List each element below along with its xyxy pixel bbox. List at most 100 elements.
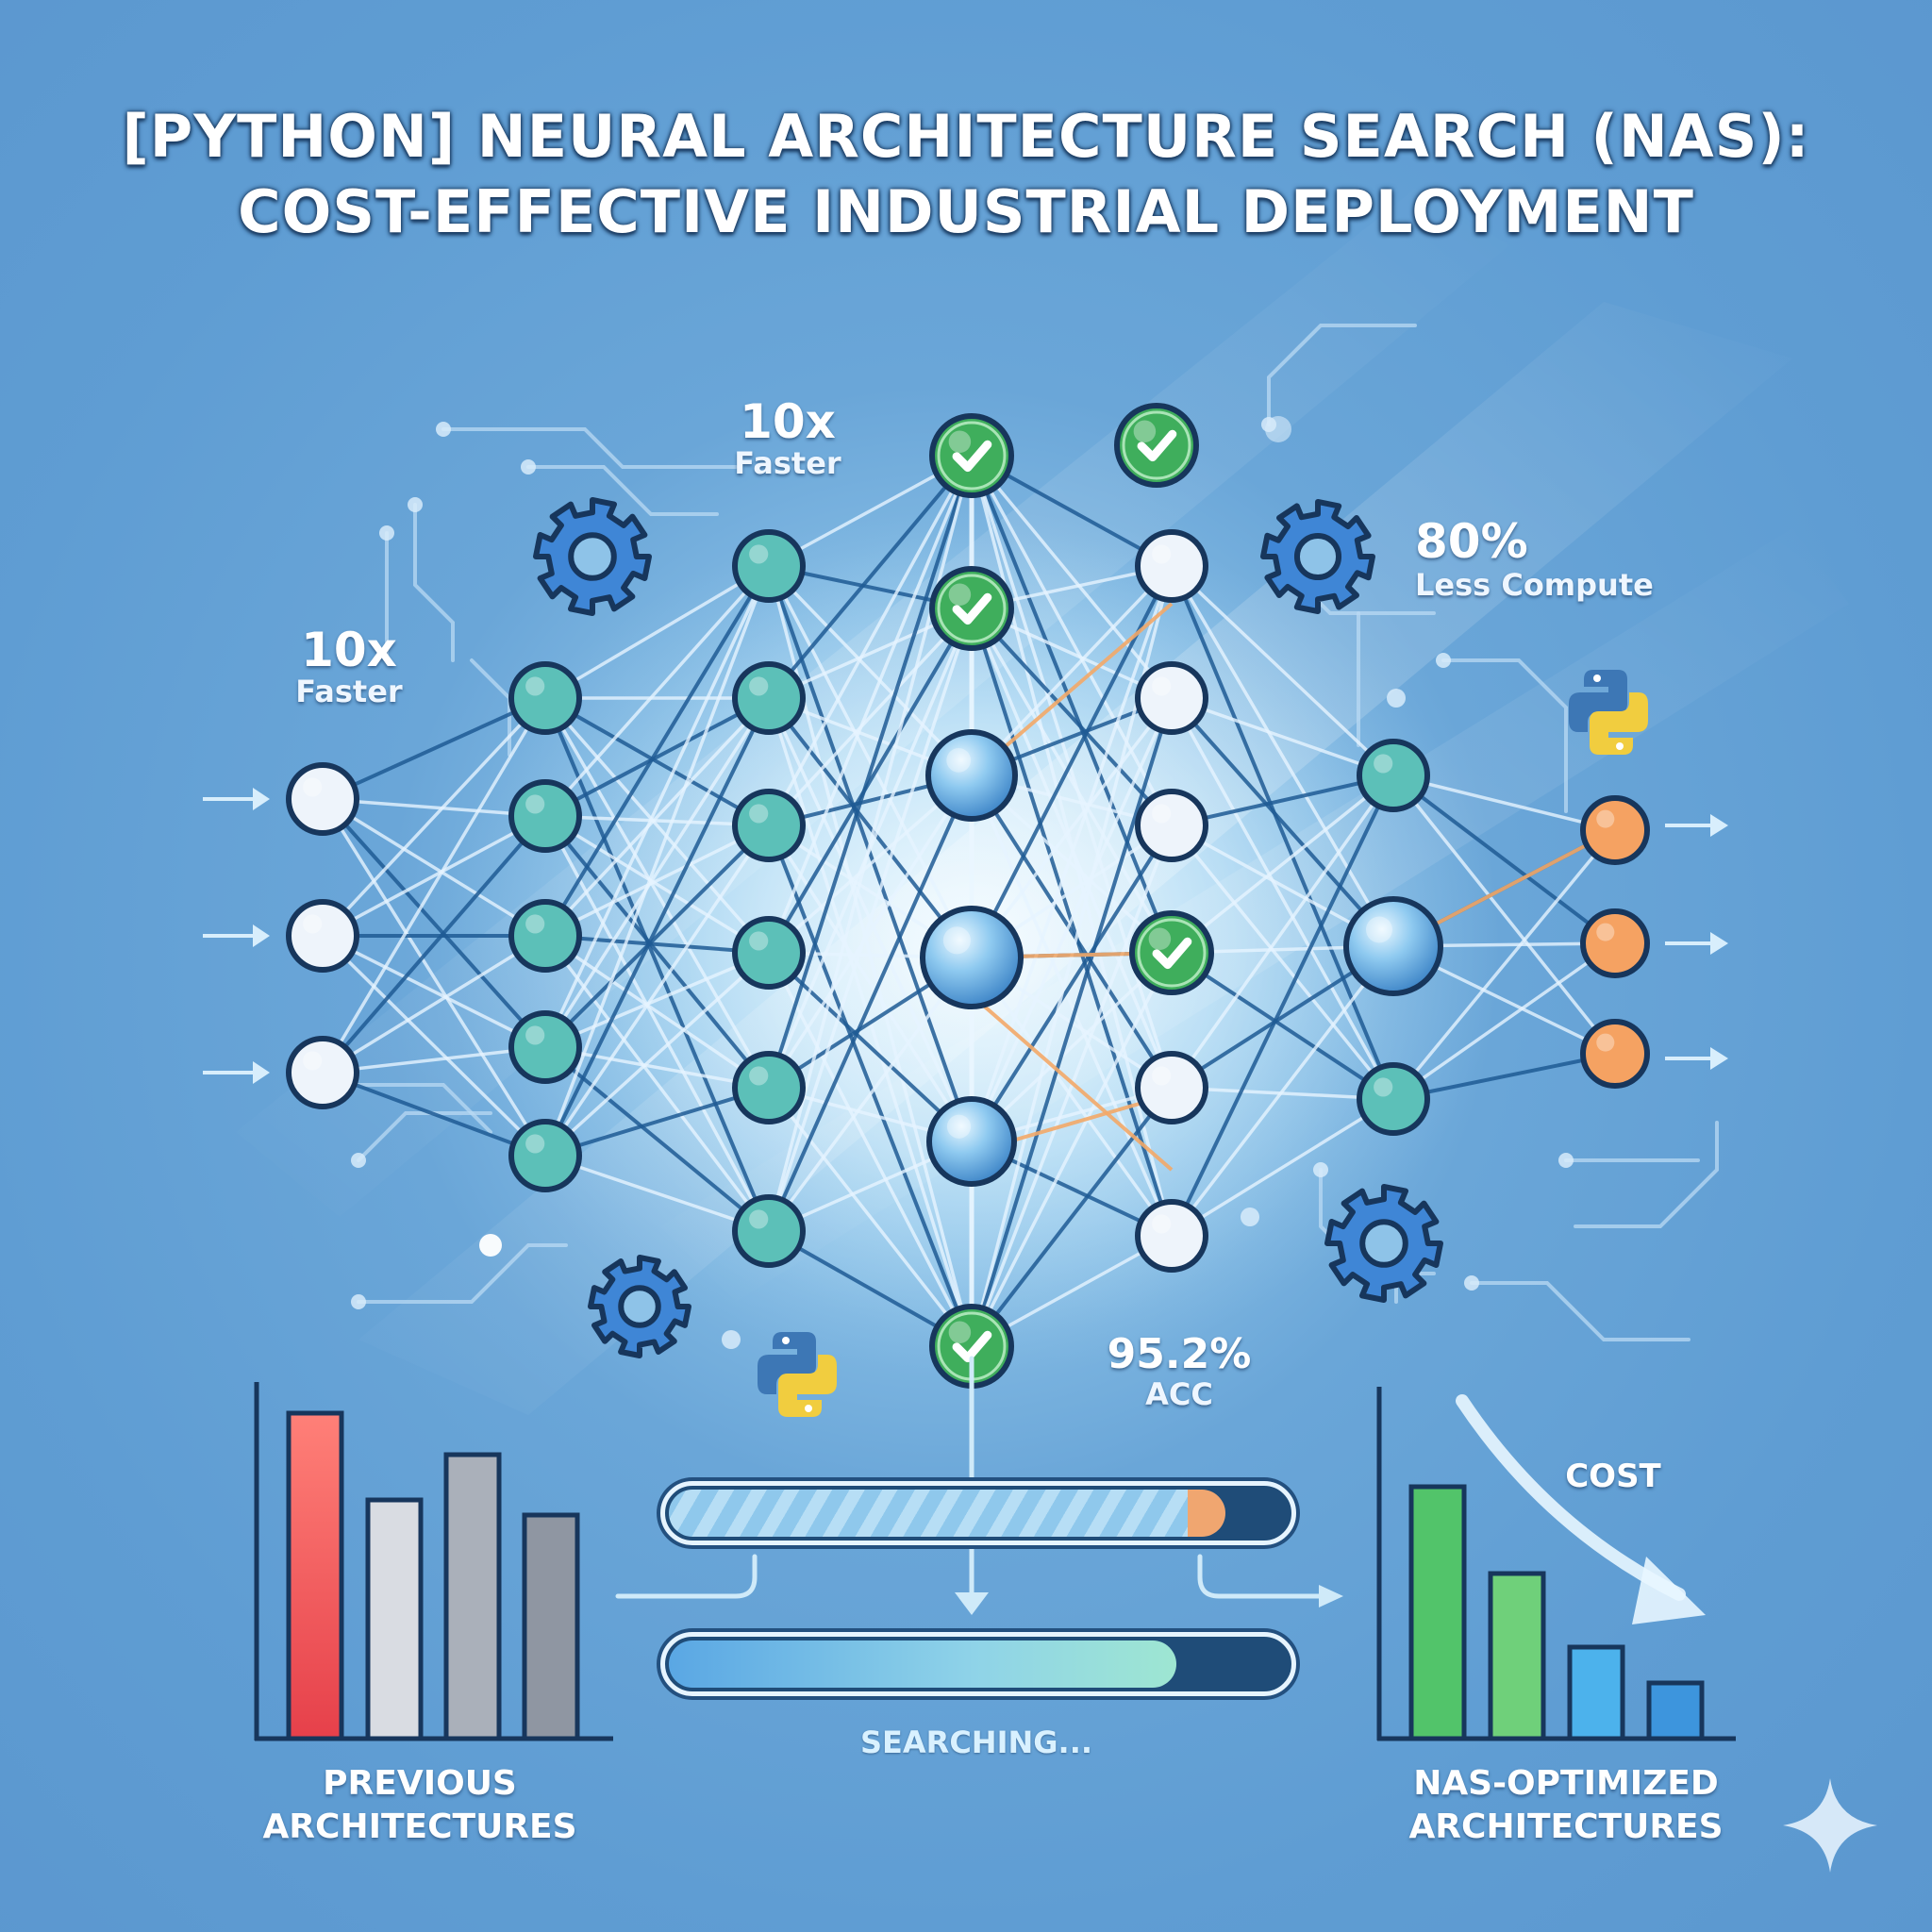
python-logo-icon [1569,670,1648,755]
network-edge [543,697,771,1089]
title-line-1: [PYTHON] NEURAL ARCHITECTURE SEARCH (NAS… [122,102,1810,171]
circuit-pads [332,416,1574,1349]
network-edge [543,824,771,1049]
sparkle-icon [1783,1778,1877,1873]
callout-label: ACC [1145,1376,1213,1412]
network-node [1135,789,1208,862]
network-node [1135,1051,1208,1124]
network-node [508,779,582,853]
network-edge [543,951,771,1158]
network-edge [544,951,770,1049]
callout-value: 95.2% [1107,1330,1252,1378]
callout-accuracy: 95.2% ACC [1085,1330,1274,1412]
checkmark-icon [929,566,1014,651]
network-edge [767,607,974,955]
network-edge [543,815,771,1232]
network-edge [767,565,974,958]
callout-top-speed: 10x Faster [712,394,863,481]
network-edge [767,824,974,1347]
network-edge [970,608,1174,954]
network-edge [544,934,770,955]
search-progress-fill [669,1490,1225,1537]
output-node [1580,908,1650,978]
network-edge [970,565,1174,1142]
network-edge [322,1071,546,1158]
arrow-right-icon [1665,932,1728,955]
network-edge [321,797,547,1049]
network-edge [1170,824,1395,1101]
title-line-2: COST-EFFECTIVE INDUSTRIAL DEPLOYMENT [238,177,1694,246]
callout-label: Less Compute [1415,567,1654,603]
output-node [1580,1019,1650,1089]
network-edge [322,797,546,818]
network-edge [322,934,546,1049]
network-edge [322,696,546,801]
network-edge [1391,828,1617,1101]
output-node [1580,795,1650,865]
network-edge [543,697,771,1048]
network-edge [767,696,974,959]
network-edge [970,697,1174,1347]
network-edge [970,774,1174,1237]
output-arrows [1665,814,1728,1070]
search-progress-bar-bottom [660,1632,1296,1696]
network-edge [970,956,1174,1238]
network-edge [1171,774,1394,827]
network-edge [322,814,546,938]
network-edge [1170,951,1395,1101]
nas-bar-2 [1488,1571,1546,1741]
input-arrows [203,788,270,1084]
network-edge [544,696,770,827]
previous-bar-1 [286,1410,344,1741]
network-edge [1170,564,1395,777]
network-edge [970,455,1174,826]
label-line: ARCHITECTURES [1408,1807,1724,1846]
python-logo-icon [758,1332,837,1417]
network-edge [1170,565,1395,947]
network-edge [970,608,1174,1089]
network-edge [1170,565,1395,1100]
network-nodes [286,403,1650,1389]
network-edge [970,1086,1174,1348]
previous-architectures-chart [254,1382,613,1741]
checkmark-icon [1129,910,1214,995]
gear-icon [1324,1184,1443,1303]
network-edge [543,565,771,1048]
network-edge [544,814,770,955]
search-progress-fill [669,1641,1176,1688]
network-edge [1170,944,1395,1238]
label-line: PREVIOUS [323,1764,517,1803]
network-edge [970,824,1174,1143]
callout-value: 10x [301,623,397,677]
network-edge [543,697,771,1157]
network-edge [1391,774,1617,1056]
network-node [732,1194,806,1268]
network-edge [970,564,1174,777]
network-edge [543,696,771,938]
network-edge [970,993,1174,1172]
network-edge [543,697,771,1232]
network-edge [321,798,547,1157]
network-edge [544,1154,770,1233]
checkmark-icon [1114,403,1199,488]
network-node [732,661,806,735]
network-edge [321,696,547,938]
network-edge [544,824,770,938]
network-edge [970,607,1174,827]
network-edge [1392,1052,1616,1101]
network-edge [767,774,974,1232]
network-edge [1392,774,1616,832]
network-node [508,661,582,735]
network-node [1357,1062,1430,1136]
previous-architectures-label: PREVIOUS ARCHITECTURES [208,1762,632,1849]
network-edge [767,565,974,1142]
callout-label: Faster [295,674,403,709]
checkmark-icon [929,1304,1014,1389]
arrow-right-icon [1665,814,1728,837]
network-edge [1170,697,1395,1100]
network-edge [544,696,770,818]
network-node [286,762,359,836]
network-node [1135,529,1208,603]
network-edge [543,824,771,1157]
